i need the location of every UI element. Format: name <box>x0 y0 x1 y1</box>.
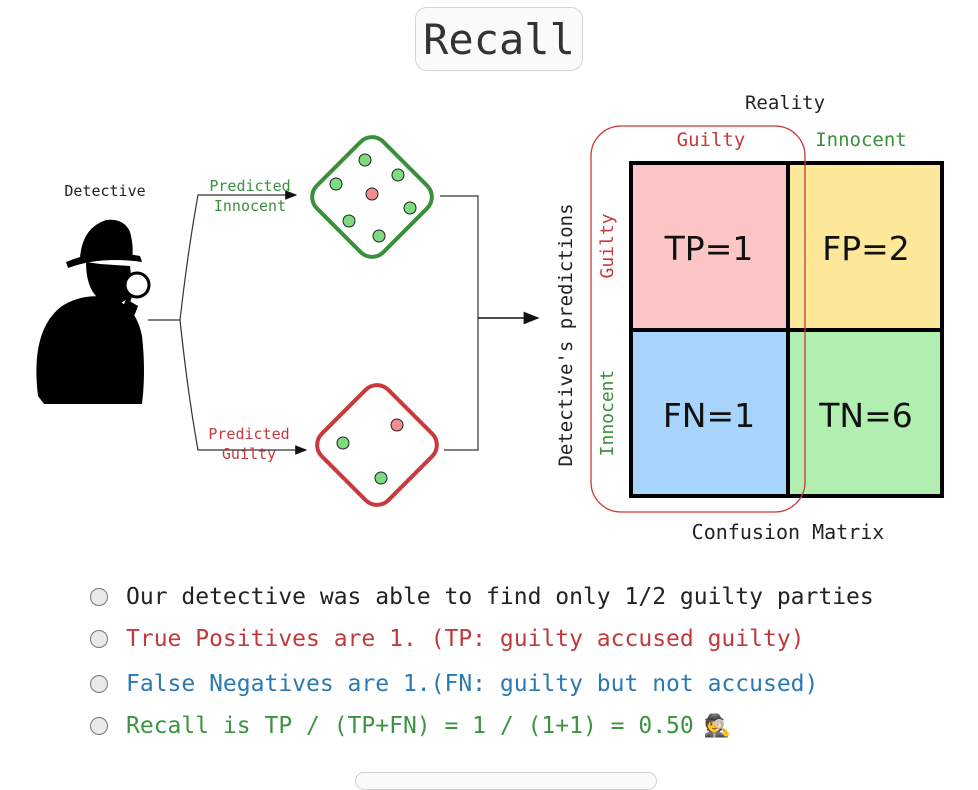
detective-label: Detective <box>64 182 145 200</box>
bullet-text: False Negatives are 1.(FN: guilty but no… <box>126 671 819 697</box>
fn-value: FN=1 <box>663 396 755 435</box>
guilty-dot <box>390 418 404 432</box>
bottom-button-stub[interactable] <box>355 772 657 790</box>
reality-label: Reality <box>745 92 825 114</box>
bullet-item: Recall is TP / (TP+FN) = 1 / (1+1) = 0.5… <box>90 713 731 739</box>
column-guilty-label: Guilty <box>677 129 746 151</box>
innocent-dot <box>374 471 388 485</box>
tn-value: TN=6 <box>818 396 913 435</box>
confusion-matrix: Reality Guilty Innocent TP=1 FP=2 FN=1 T… <box>555 92 944 544</box>
column-innocent-label: Innocent <box>815 129 907 151</box>
actual-guilty-highlight <box>590 125 806 513</box>
predicted-guilty-diamond <box>315 383 439 507</box>
detective-emoji-icon: 🕵 <box>703 713 732 739</box>
predictions-axis-label: Detective's predictions <box>555 203 577 466</box>
radio-icon[interactable] <box>90 717 108 735</box>
predicted-innocent-label-line1: Predicted <box>209 177 290 195</box>
bullet-item: False Negatives are 1.(FN: guilty but no… <box>90 671 818 697</box>
tp-value: TP=1 <box>664 229 754 268</box>
bullet-item: True Positives are 1. (TP: guilty accuse… <box>90 626 805 652</box>
innocent-dot <box>342 214 356 228</box>
innocent-dot <box>391 168 405 182</box>
bullet-item: Our detective was able to find only 1/2 … <box>90 584 874 610</box>
branch-lines <box>148 190 540 455</box>
bullet-text: True Positives are 1. (TP: guilty accuse… <box>126 626 805 652</box>
predicted-guilty-label-line2: Guilty <box>222 445 276 463</box>
detective-silhouette-icon <box>36 219 151 404</box>
fp-value: FP=2 <box>822 229 910 268</box>
innocent-dot <box>358 153 372 167</box>
innocent-dot <box>329 177 343 191</box>
fn-cell <box>631 330 788 496</box>
predicted-innocent-diamond <box>310 135 434 259</box>
innocent-dot <box>336 436 350 450</box>
radio-icon[interactable] <box>90 630 108 648</box>
innocent-dot <box>372 229 386 243</box>
matrix-caption: Confusion Matrix <box>692 520 885 544</box>
innocent-dot <box>403 201 417 215</box>
bullet-text: Our detective was able to find only 1/2 … <box>126 584 874 610</box>
predicted-innocent-label-line2: Innocent <box>214 197 286 215</box>
fp-cell <box>788 163 942 330</box>
row-guilty-label: Guilty <box>597 213 618 278</box>
row-innocent-label: Innocent <box>597 370 618 457</box>
radio-icon[interactable] <box>90 588 108 606</box>
radio-icon[interactable] <box>90 675 108 693</box>
bullet-text: Recall is TP / (TP+FN) = 1 / (1+1) = 0.5… <box>126 713 694 739</box>
tn-cell <box>788 330 942 496</box>
page-title: Recall <box>415 7 583 71</box>
guilty-dot <box>365 187 379 201</box>
tp-cell <box>631 163 788 330</box>
predicted-guilty-label-line1: Predicted <box>208 425 289 443</box>
